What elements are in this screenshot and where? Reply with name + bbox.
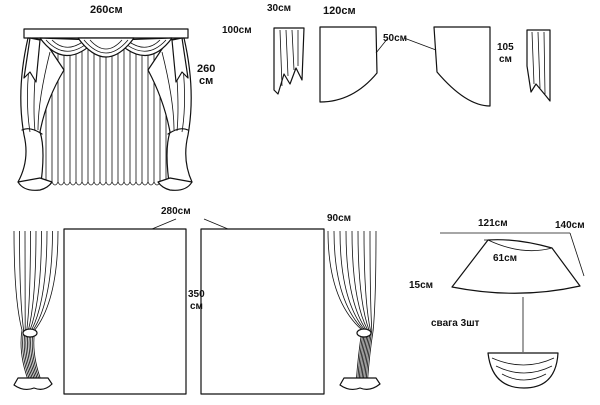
- top-pieces: 30см 100см 120см 50см 105 см: [222, 3, 551, 107]
- swag-panel-width-label: 120см: [323, 5, 356, 17]
- pleat-line: [69, 40, 77, 186]
- panel-height-label: 350: [188, 289, 205, 300]
- jabot-left: [23, 37, 41, 83]
- assembled-curtain: 260см 260 см: [17, 4, 215, 191]
- tieback-knot: [356, 328, 372, 338]
- swag-height-unit: см: [499, 54, 512, 65]
- gather-fold: [351, 230, 369, 386]
- gather-fold: [366, 230, 377, 386]
- gather-fold: [357, 230, 370, 386]
- gather-fold: [30, 230, 48, 386]
- pleat-line: [147, 40, 155, 186]
- background-pleats: [45, 40, 173, 186]
- jabot-height-label: 100см: [222, 25, 252, 36]
- pleat-line: [123, 40, 131, 186]
- flat-panel-left: [63, 228, 187, 395]
- pleat-line: [75, 40, 83, 186]
- gathered-curtain-left: [13, 230, 59, 391]
- pleat-line: [117, 40, 125, 186]
- swag-panel-right: [433, 26, 491, 107]
- gather-fold: [363, 230, 371, 386]
- gather-fold: [339, 230, 366, 386]
- swag-top-width-label: 121см: [478, 218, 508, 229]
- swag-side-line: [569, 232, 585, 277]
- gather-fold: [327, 230, 363, 386]
- gather-hem: [13, 377, 53, 391]
- panels-width-label: 280см: [161, 206, 191, 217]
- gathered-curtain-right: [327, 230, 381, 391]
- width-leader-right: [203, 218, 229, 230]
- pleat-line: [135, 40, 143, 186]
- gather-fold: [13, 230, 31, 386]
- swag-depth-label: 15см: [409, 280, 433, 291]
- swag-cut-pattern: 121см 140см 61см 15см свага 3шт: [409, 218, 585, 389]
- gather-fold: [333, 230, 364, 386]
- left-drape-hem: [17, 177, 53, 191]
- left-drape: [17, 37, 65, 191]
- swag-gap-line-left: [375, 37, 389, 54]
- gather-fold: [365, 230, 373, 386]
- main-panels: 280см 90см 350 см: [13, 206, 381, 395]
- pleat-line: [57, 40, 65, 186]
- finished-swag: [487, 352, 559, 389]
- pleat-line: [141, 40, 149, 186]
- gather-fold: [31, 230, 53, 386]
- pleat-line: [81, 40, 89, 186]
- panel-height-unit: см: [190, 301, 203, 312]
- swag-gap-line-right: [403, 37, 437, 51]
- curtain-height-unit: см: [199, 75, 213, 87]
- gather-fold: [25, 230, 36, 386]
- pleat-line: [105, 40, 113, 186]
- swag-count-label: свага 3шт: [431, 318, 480, 329]
- gather-fold: [19, 230, 32, 386]
- swag-gap-label: 50см: [383, 33, 407, 44]
- swag-height-label: 105: [497, 42, 514, 53]
- pleat-line: [63, 40, 71, 186]
- right-drape-hem: [157, 177, 193, 191]
- swag-side-length-label: 140см: [555, 220, 585, 231]
- left-tieback: [21, 128, 43, 135]
- right-tieback: [167, 128, 189, 135]
- tieback-knot: [22, 328, 38, 338]
- pleat-line: [111, 40, 119, 186]
- jabot-width-label: 30см: [267, 3, 291, 14]
- curtain-height-label: 260: [197, 63, 215, 75]
- width-leader-left: [151, 218, 177, 230]
- cornice: [23, 28, 189, 39]
- swag-center: [77, 37, 135, 58]
- gather-fold: [33, 230, 59, 386]
- jabot-right: [171, 37, 189, 83]
- pleat-line: [129, 40, 137, 186]
- gather-fold: [28, 230, 42, 386]
- side-panel-width-label: 90см: [327, 213, 351, 224]
- swag-panel-left: [319, 26, 378, 103]
- pleat-line: [93, 40, 101, 186]
- jabot-pattern-left: [273, 27, 305, 95]
- gather-hem: [339, 377, 381, 391]
- swag-trapezoid: [451, 239, 581, 294]
- pleat-line: [99, 40, 107, 186]
- swag-inner-arc-label: 61см: [493, 253, 517, 264]
- gather-fold: [345, 230, 367, 386]
- flat-panel-right: [200, 228, 325, 395]
- curtain-width-label: 260см: [90, 4, 123, 16]
- pleat-line: [87, 40, 95, 186]
